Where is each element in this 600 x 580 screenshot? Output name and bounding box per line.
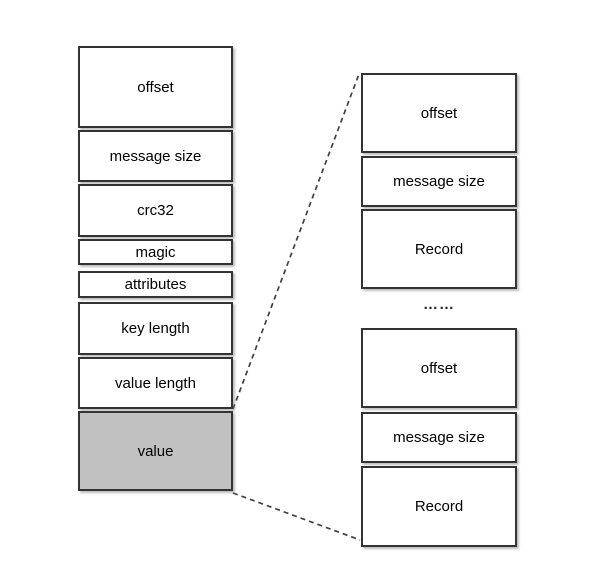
field-value-highlighted: value [78,411,233,491]
field-key-length: key length [78,302,233,355]
field-crc32: crc32 [78,184,233,237]
field-message-size: message size [78,130,233,182]
field-attributes: attributes [78,271,233,298]
field-offset: offset [78,46,233,128]
record-top-message-size: message size [361,156,517,207]
record-top-offset: offset [361,73,517,153]
field-value-length: value length [78,357,233,409]
record-bottom-message-size: message size [361,412,517,463]
record-bottom-record: Record [361,466,517,547]
ellipsis-separator: …… [423,296,455,313]
record-top-record: Record [361,209,517,289]
record-bottom-offset: offset [361,328,517,408]
dashed-connector-bottom [232,492,361,541]
field-magic: magic [78,239,233,265]
dashed-connector-top [232,73,360,410]
